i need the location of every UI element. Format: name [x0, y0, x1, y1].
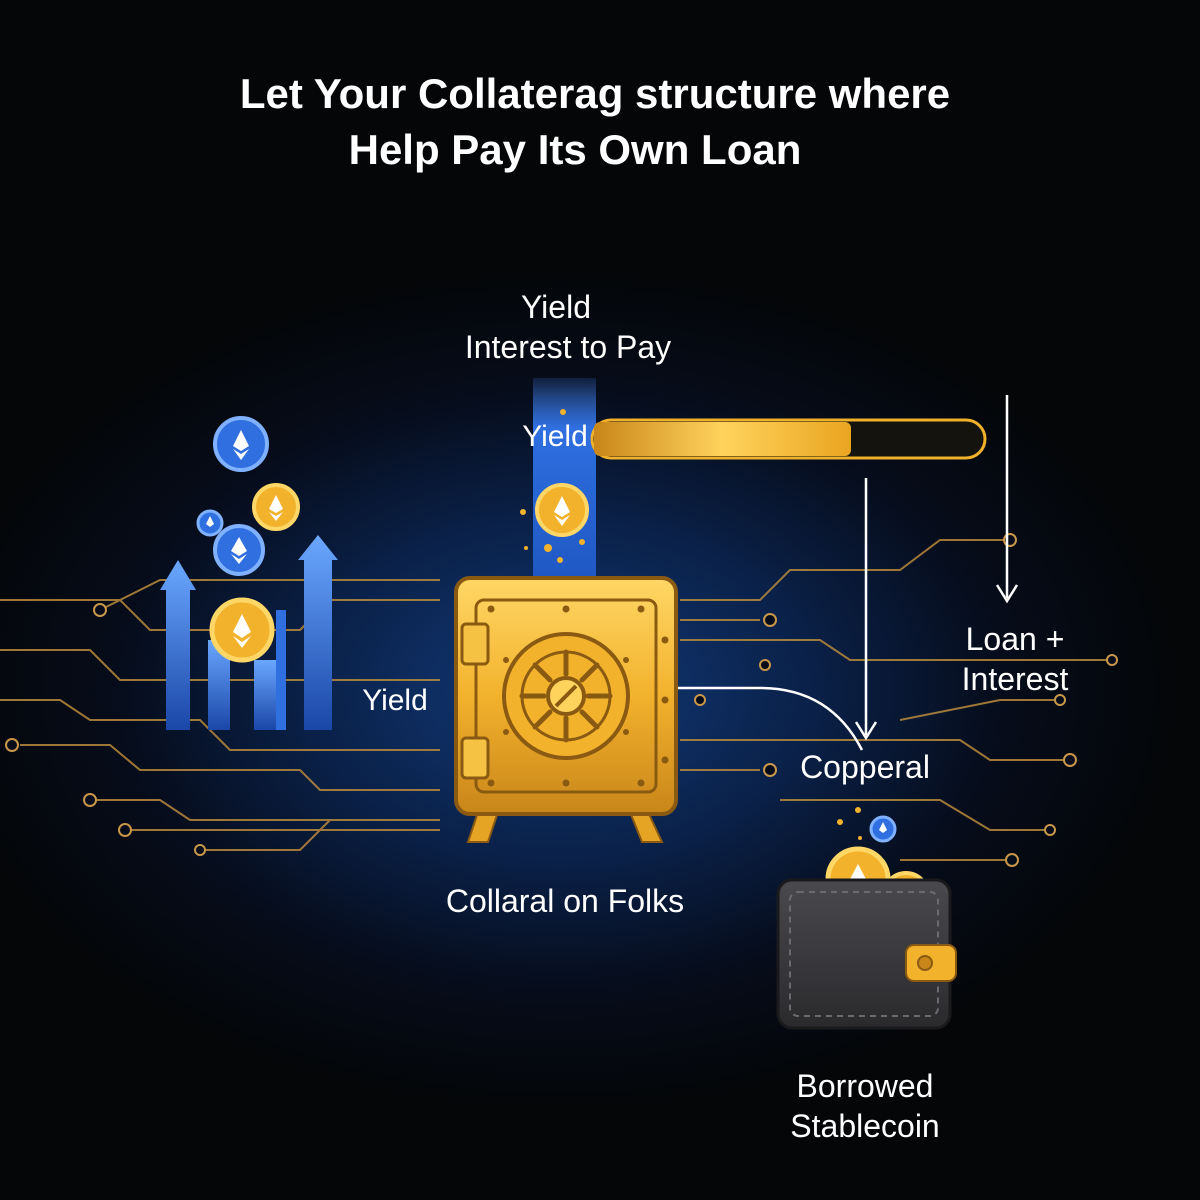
- arrow-down-icon: [995, 395, 1019, 604]
- loan-interest-label-1: Loan +: [965, 621, 1065, 657]
- yield-progress-bar: [590, 418, 987, 460]
- yield-left-label: Yield: [362, 684, 428, 717]
- ethereum-coin-icon: [535, 483, 589, 537]
- ethereum-coin-icon: [209, 597, 275, 663]
- circuit-nodes: [5, 533, 1118, 867]
- vault-safe-icon: [454, 576, 678, 843]
- ethereum-coin-icon: [196, 509, 224, 537]
- growth-bars: [160, 535, 338, 730]
- yield-column: [533, 378, 596, 578]
- arrow-down-icon: [854, 478, 878, 741]
- gold-sparkles: [520, 409, 862, 840]
- copperal-label: Copperal: [800, 749, 930, 785]
- interest-to-pay-label: Interest to Pay: [464, 329, 672, 365]
- loan-interest-label-2: Interest: [961, 661, 1069, 697]
- collateral-caption: Collaral on Folks: [445, 883, 685, 919]
- wallet-icon: [776, 815, 957, 1030]
- borrowed-label-2: Stablecoin: [790, 1108, 940, 1144]
- flow-curve: [660, 686, 864, 751]
- yield-bar-label: Yield: [522, 420, 588, 453]
- page-title: Let Your Collaterag structure where Help…: [0, 66, 1190, 178]
- title-line-2: Help Pay Its Own Loan: [348, 126, 802, 173]
- ethereum-coin-icon: [869, 815, 897, 843]
- circuit-lines: [0, 539, 1110, 861]
- ethereum-coin-icon: [252, 483, 300, 531]
- ethereum-coin-icon: [213, 416, 269, 472]
- borrowed-label-1: Borrowed: [796, 1068, 934, 1104]
- yield-top-label: Yield: [521, 289, 591, 325]
- title-line-1: Let Your Collaterag structure where: [239, 70, 951, 117]
- ethereum-coin-icon: [213, 524, 265, 576]
